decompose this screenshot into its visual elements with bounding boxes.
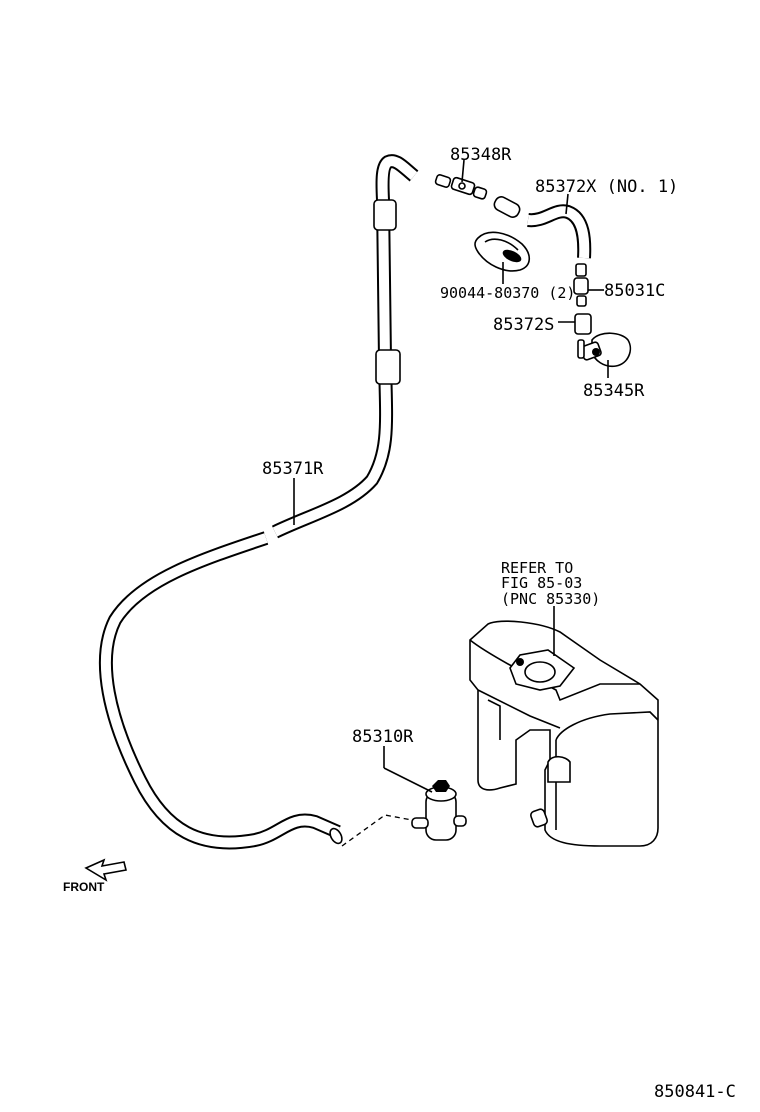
hose-85371r-upper — [271, 154, 419, 539]
refer-text-line2: FIG 85-03 — [501, 574, 582, 592]
connector-85031c — [573, 263, 589, 307]
hose-joint-middle — [375, 349, 401, 385]
label-85372x: 85372X (NO. 1) — [535, 177, 678, 197]
washer-tank — [469, 620, 659, 847]
hose-connector — [493, 196, 521, 218]
label-90044-80370: 90044-80370 (2) — [440, 284, 575, 302]
grommet-90044-80370 — [474, 231, 531, 272]
hose-85371r-lower — [98, 531, 341, 850]
hose-85372s — [574, 313, 592, 335]
label-85345r: 85345R — [583, 381, 645, 401]
label-85031c: 85031C — [604, 281, 665, 301]
hose-85372x — [527, 204, 592, 259]
figure-number: 850841-C — [654, 1082, 736, 1102]
label-85372s: 85372S — [493, 315, 554, 335]
refer-text-line1: REFER TO — [501, 559, 573, 577]
label-85348r: 85348R — [450, 145, 512, 165]
label-85371r: 85371R — [262, 459, 324, 479]
leader-lines — [293, 159, 609, 793]
washer-pump-85310r — [411, 780, 467, 841]
refer-text-line3: (PNC 85330) — [501, 590, 600, 608]
nozzle-85345r — [577, 332, 632, 368]
connection-dashed-line — [341, 814, 413, 847]
hose-end — [329, 827, 343, 845]
label-85310r: 85310R — [352, 727, 414, 747]
front-label: FRONT — [63, 880, 105, 894]
front-arrow-icon — [84, 858, 127, 882]
check-valve-85348r — [434, 174, 488, 200]
hose-joint-upper — [373, 199, 397, 231]
